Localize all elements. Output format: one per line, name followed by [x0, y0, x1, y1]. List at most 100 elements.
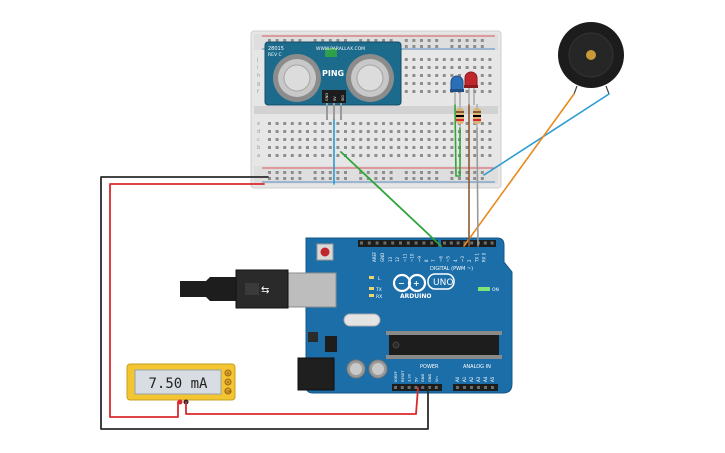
rail-hole[interactable]	[366, 171, 370, 174]
header-pin[interactable]	[407, 386, 411, 389]
rail-hole[interactable]	[298, 171, 302, 174]
breadboard-hole[interactable]	[306, 146, 309, 149]
rail-hole[interactable]	[328, 177, 332, 180]
breadboard-hole[interactable]	[374, 130, 378, 133]
multimeter[interactable]: 7.50 mA A V COM	[126, 363, 236, 405]
rail-hole[interactable]	[298, 39, 302, 42]
breadboard-hole[interactable]	[389, 146, 393, 149]
breadboard-hole[interactable]	[382, 130, 385, 133]
breadboard-hole[interactable]	[313, 122, 317, 125]
ping-sensor[interactable]: WWW.PARALLAX.COM 28015 REV C PING GND 5V…	[264, 41, 402, 120]
header-pin[interactable]	[456, 241, 460, 245]
breadboard-hole[interactable]	[420, 90, 423, 93]
breadboard-hole[interactable]	[465, 138, 469, 141]
breadboard-hole[interactable]	[366, 130, 370, 133]
breadboard-hole[interactable]	[450, 58, 454, 61]
breadboard-hole[interactable]	[321, 122, 325, 125]
rail-hole[interactable]	[473, 45, 477, 48]
rail-hole[interactable]	[359, 39, 363, 42]
breadboard-hole[interactable]	[290, 146, 294, 149]
breadboard-hole[interactable]	[442, 122, 446, 125]
resistor-1[interactable]	[456, 104, 464, 128]
breadboard-hole[interactable]	[351, 122, 355, 125]
breadboard-hole[interactable]	[450, 154, 454, 157]
breadboard-hole[interactable]	[389, 154, 393, 157]
rail-hole[interactable]	[321, 177, 325, 180]
breadboard-hole[interactable]	[488, 90, 492, 93]
breadboard-hole[interactable]	[382, 146, 385, 149]
rail-hole[interactable]	[420, 39, 423, 42]
breadboard-hole[interactable]	[427, 146, 431, 149]
breadboard-hole[interactable]	[435, 146, 439, 149]
breadboard-hole[interactable]	[366, 146, 370, 149]
breadboard-hole[interactable]	[480, 90, 484, 93]
rail-hole[interactable]	[435, 39, 439, 42]
rail-hole[interactable]	[427, 39, 431, 42]
breadboard-hole[interactable]	[290, 138, 294, 141]
rail-hole[interactable]	[366, 39, 370, 42]
breadboard-hole[interactable]	[473, 90, 477, 93]
rail-hole[interactable]	[404, 45, 408, 48]
breadboard-hole[interactable]	[488, 130, 492, 133]
rail-hole[interactable]	[420, 177, 423, 180]
multimeter-terminals[interactable]: A V COM	[224, 369, 232, 395]
rail-hole[interactable]	[275, 177, 279, 180]
breadboard-hole[interactable]	[480, 146, 484, 149]
breadboard-hole[interactable]	[336, 154, 340, 157]
rail-hole[interactable]	[465, 177, 469, 180]
breadboard-hole[interactable]	[488, 66, 492, 69]
breadboard-hole[interactable]	[404, 154, 408, 157]
breadboard-hole[interactable]	[275, 130, 279, 133]
breadboard-hole[interactable]	[382, 154, 385, 157]
breadboard-hole[interactable]	[465, 146, 469, 149]
blue-led[interactable]	[450, 75, 464, 105]
rail-hole[interactable]	[389, 171, 393, 174]
breadboard-hole[interactable]	[366, 138, 370, 141]
rail-hole[interactable]	[473, 171, 477, 174]
header-pin[interactable]	[360, 241, 363, 245]
breadboard-hole[interactable]	[298, 138, 302, 141]
breadboard-hole[interactable]	[435, 122, 439, 125]
breadboard-hole[interactable]	[328, 130, 332, 133]
header-pin[interactable]	[434, 386, 438, 389]
red-led[interactable]	[464, 71, 478, 105]
rail-hole[interactable]	[374, 177, 378, 180]
breadboard-hole[interactable]	[313, 146, 317, 149]
breadboard-hole[interactable]	[458, 74, 461, 77]
header-pin[interactable]	[470, 386, 473, 389]
breadboard-hole[interactable]	[268, 146, 271, 149]
header-pin[interactable]	[491, 386, 494, 389]
breadboard-hole[interactable]	[374, 138, 378, 141]
rail-hole[interactable]	[328, 39, 332, 42]
breadboard-hole[interactable]	[298, 130, 302, 133]
breadboard-hole[interactable]	[442, 58, 446, 61]
breadboard-hole[interactable]	[328, 122, 332, 125]
breadboard-hole[interactable]	[412, 66, 416, 69]
breadboard-hole[interactable]	[275, 122, 279, 125]
breadboard-hole[interactable]	[412, 146, 416, 149]
breadboard-hole[interactable]	[435, 82, 439, 85]
breadboard-hole[interactable]	[465, 66, 469, 69]
breadboard-hole[interactable]	[290, 154, 294, 157]
rail-hole[interactable]	[404, 177, 408, 180]
breadboard-hole[interactable]	[344, 138, 347, 141]
header-pin[interactable]	[367, 241, 371, 245]
header-pin[interactable]	[463, 241, 467, 245]
breadboard-hole[interactable]	[442, 154, 446, 157]
breadboard-hole[interactable]	[321, 154, 325, 157]
rail-hole[interactable]	[435, 171, 439, 174]
header-pin[interactable]	[470, 241, 474, 245]
rail-hole[interactable]	[290, 177, 294, 180]
breadboard-hole[interactable]	[306, 138, 309, 141]
breadboard-hole[interactable]	[412, 138, 416, 141]
breadboard-hole[interactable]	[420, 58, 423, 61]
breadboard-hole[interactable]	[306, 122, 309, 125]
header-pin[interactable]	[463, 386, 466, 389]
breadboard-hole[interactable]	[480, 66, 484, 69]
breadboard-hole[interactable]	[397, 122, 401, 125]
header-pin[interactable]	[443, 241, 446, 245]
breadboard-hole[interactable]	[427, 74, 431, 77]
rail-hole[interactable]	[412, 45, 416, 48]
breadboard-hole[interactable]	[268, 154, 271, 157]
breadboard-hole[interactable]	[336, 122, 340, 125]
